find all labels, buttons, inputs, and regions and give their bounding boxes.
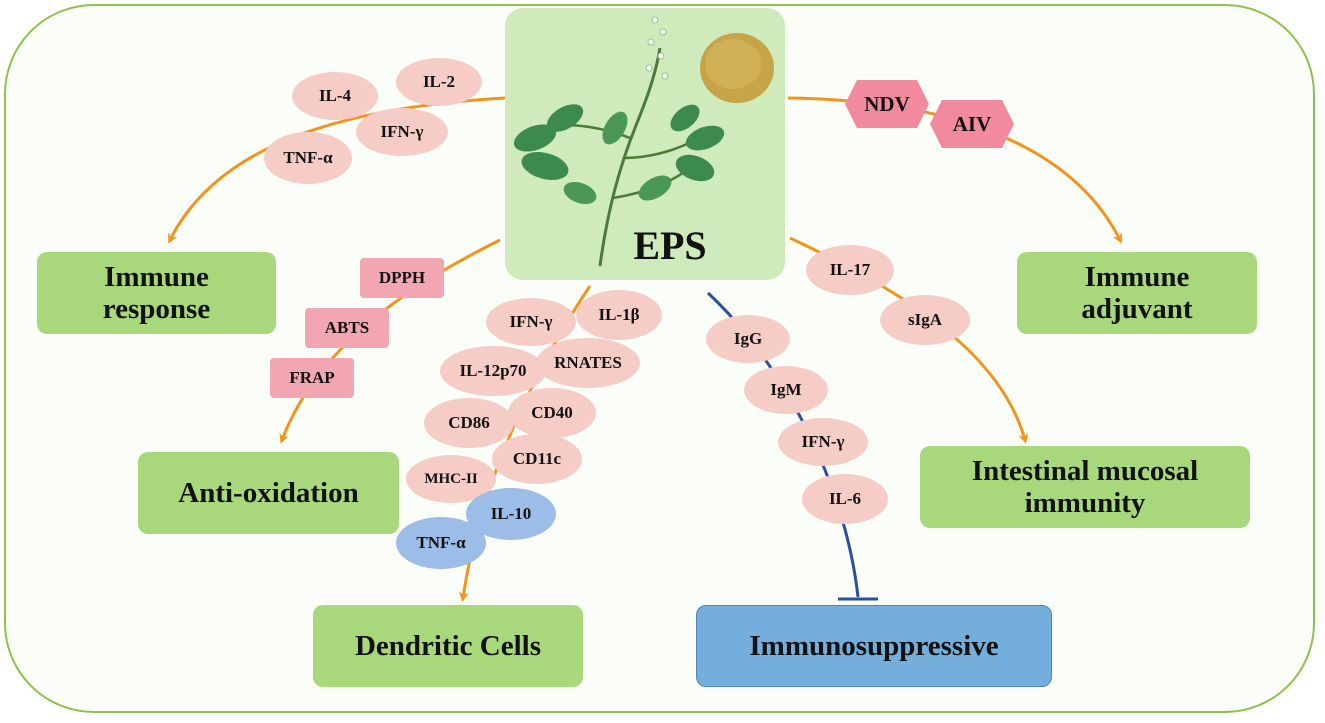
marker-il17: IL-17	[806, 245, 894, 295]
cytokine-il4: IL-4	[292, 72, 378, 120]
marker-rnates: RNATES	[536, 338, 640, 388]
marker-igg: IgG	[706, 315, 790, 363]
marker-cd40: CD40	[508, 388, 596, 438]
box-immune-response: Immune response	[37, 252, 276, 334]
hex-aiv-label: AIV	[952, 111, 992, 136]
eps-center-panel: EPS	[505, 8, 785, 280]
box-intestinal-mucosal-immunity: Intestinal mucosal immunity	[920, 446, 1250, 528]
assay-dpph: DPPH	[360, 258, 444, 298]
marker-cd11c: CD11c	[492, 434, 582, 484]
marker-tnfa-dc: TNF-α	[396, 517, 486, 569]
marker-sIgA: sIgA	[880, 295, 970, 345]
marker-ifng-dc: IFN-γ	[486, 298, 576, 346]
cytokine-ifng: IFN-γ	[356, 108, 448, 156]
marker-igm: IgM	[744, 366, 828, 414]
plant-illustration	[513, 16, 774, 267]
marker-cd86: CD86	[424, 398, 514, 448]
box-dendritic-cells: Dendritic Cells	[313, 605, 583, 687]
box-immunosuppressive: Immunosuppressive	[696, 605, 1052, 687]
marker-il6: IL-6	[802, 474, 888, 524]
marker-mhc-ii: MHC-II	[406, 455, 496, 503]
marker-il12p70: IL-12p70	[440, 346, 546, 396]
assay-abts: ABTS	[305, 308, 389, 348]
box-anti-oxidation: Anti-oxidation	[138, 452, 399, 534]
box-immune-adjuvant: Immune adjuvant	[1017, 252, 1257, 334]
marker-il1b: IL-1β	[576, 290, 662, 340]
cytokine-tnfa: TNF-α	[264, 132, 352, 184]
cytokine-il2: IL-2	[396, 58, 482, 106]
eps-label: EPS	[633, 222, 707, 268]
hex-ndv-label: NDV	[864, 91, 910, 116]
hex-aiv: AIV	[928, 98, 1016, 150]
marker-ifng-is: IFN-γ	[778, 418, 868, 466]
assay-frap: FRAP	[270, 358, 354, 398]
hex-ndv: NDV	[843, 78, 931, 130]
